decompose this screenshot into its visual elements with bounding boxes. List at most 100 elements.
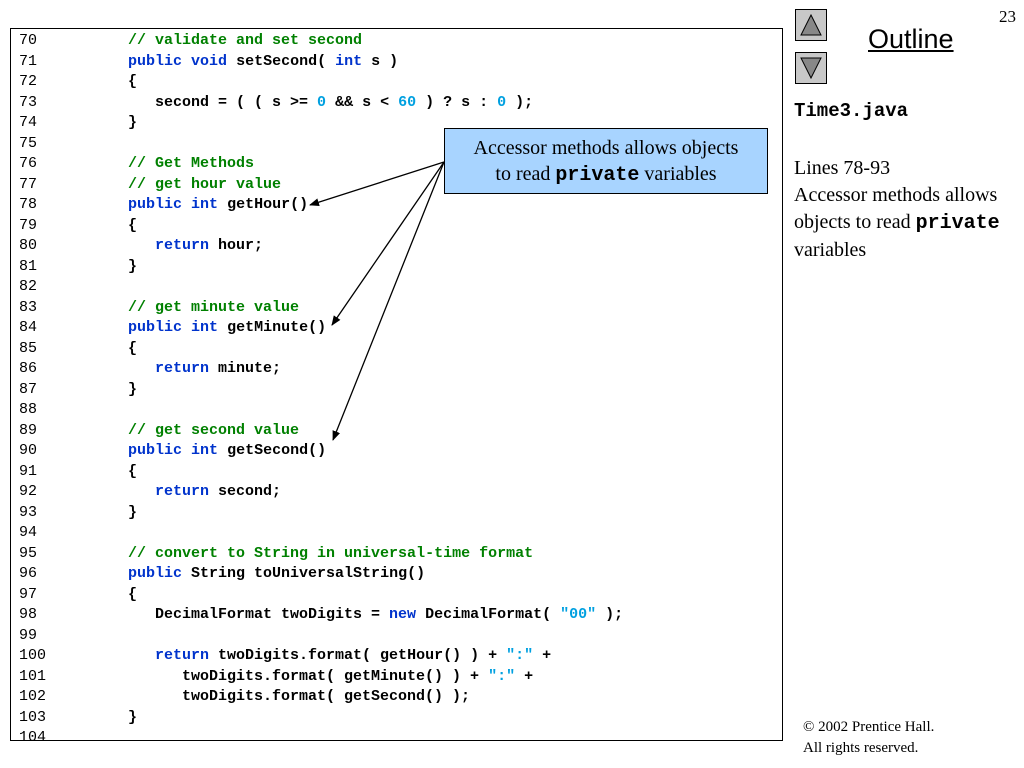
code-token: { xyxy=(101,339,138,357)
code-token: { xyxy=(101,462,138,480)
code-token xyxy=(101,360,155,377)
code-token xyxy=(182,442,191,459)
code-token: twoDigits.format( getSecond() ); xyxy=(101,688,471,705)
code-token: "00" xyxy=(560,606,597,623)
code-token: // Get Methods xyxy=(128,155,255,172)
code-token: ) ? s : xyxy=(416,93,498,111)
code-line: 83 // get minute value xyxy=(11,298,782,319)
code-line: 92 return second; xyxy=(11,482,782,503)
line-number: 71 xyxy=(19,52,38,70)
code-text: } xyxy=(101,257,137,278)
line-number: 89 xyxy=(19,421,38,439)
code-token: { xyxy=(101,73,138,90)
line-number: 76 xyxy=(19,155,38,172)
code-text: DecimalFormat twoDigits = new DecimalFor… xyxy=(101,605,623,626)
line-number: 100 xyxy=(19,647,47,664)
code-text: // get second value xyxy=(101,421,299,442)
code-line: 97 { xyxy=(11,585,782,606)
code-token: // get second value xyxy=(128,421,300,439)
code-text: public String toUniversalString() xyxy=(101,564,425,585)
code-token: // get hour value xyxy=(128,175,282,193)
code-text: return minute; xyxy=(101,359,281,380)
code-text: public int getHour() xyxy=(101,195,308,216)
previous-slide-button[interactable] xyxy=(795,9,827,41)
outline-link[interactable]: Outline xyxy=(868,24,954,54)
code-line: 101 twoDigits.format( getMinute() ) + ":… xyxy=(11,667,782,688)
code-line: 84 public int getMinute() xyxy=(11,318,782,339)
callout-line-1: Accessor methods allows objects xyxy=(473,137,739,159)
code-token: { xyxy=(101,585,138,603)
code-token: return xyxy=(155,237,210,254)
code-token: { xyxy=(101,216,138,234)
line-number: 78 xyxy=(19,196,38,213)
code-line: 99 xyxy=(11,626,782,647)
code-line: 82 xyxy=(11,277,782,298)
line-number: 86 xyxy=(19,360,38,377)
line-number: 82 xyxy=(19,278,38,295)
code-token: // validate and set second xyxy=(128,32,363,49)
code-text: { xyxy=(101,216,137,237)
annotation-callout: Accessor methods allows objects to read … xyxy=(444,128,768,194)
lines-reference: Lines 78-93 xyxy=(794,157,891,179)
code-token: public xyxy=(128,319,183,336)
code-token: DecimalFormat twoDigits = xyxy=(101,606,390,623)
code-token: ); xyxy=(506,93,534,111)
code-token: } xyxy=(101,380,138,398)
code-token: minute; xyxy=(209,360,282,377)
code-token: second; xyxy=(209,483,282,500)
code-text: } xyxy=(101,503,137,524)
code-token: return xyxy=(155,360,210,377)
code-line: 77 // get hour value xyxy=(11,175,782,196)
code-token: int xyxy=(191,442,219,459)
code-token: setSecond( xyxy=(227,52,336,70)
line-number: 90 xyxy=(19,442,38,459)
line-number: 85 xyxy=(19,339,38,357)
code-token: new xyxy=(389,606,417,623)
side-private-keyword: private xyxy=(915,212,1000,235)
code-text: } xyxy=(101,708,137,729)
code-token: + xyxy=(515,667,534,685)
code-token: 60 xyxy=(398,93,417,111)
code-line: 98 DecimalFormat twoDigits = new Decimal… xyxy=(11,605,782,626)
code-token: ); xyxy=(596,606,624,623)
code-token xyxy=(101,32,128,49)
code-line: 80 return hour; xyxy=(11,236,782,257)
code-token: ":" xyxy=(488,667,516,685)
line-number: 88 xyxy=(19,401,38,418)
code-token: ":" xyxy=(506,647,534,664)
code-line: 79 { xyxy=(11,216,782,237)
side-notes: Lines 78-93 Accessor methods allows obje… xyxy=(794,155,1019,264)
code-token: hour; xyxy=(209,237,264,254)
code-token: + xyxy=(533,647,552,664)
code-line: 87 } xyxy=(11,380,782,401)
line-number: 77 xyxy=(19,175,38,193)
code-line: 76 // Get Methods xyxy=(11,154,782,175)
code-token: DecimalFormat( xyxy=(416,606,561,623)
line-number: 91 xyxy=(19,462,38,480)
code-token: public xyxy=(128,565,183,582)
triangle-up-icon xyxy=(800,13,822,36)
copyright-line-2: All rights reserved. xyxy=(803,740,919,756)
code-token: // convert to String in universal-time f… xyxy=(128,544,534,562)
code-token: } xyxy=(101,503,138,521)
code-token: 0 xyxy=(317,93,327,111)
code-token xyxy=(101,545,128,562)
callout-suffix: variables xyxy=(639,163,717,185)
line-number: 84 xyxy=(19,319,38,336)
code-token: return xyxy=(155,483,210,500)
code-line: 85 { xyxy=(11,339,782,360)
line-number: 96 xyxy=(19,565,38,582)
code-line: 89 // get second value xyxy=(11,421,782,442)
code-line: 103 } xyxy=(11,708,782,729)
next-slide-button[interactable] xyxy=(795,52,827,84)
code-token xyxy=(101,483,155,500)
code-line: 71 public void setSecond( int s ) xyxy=(11,52,782,73)
code-text: // validate and set second xyxy=(101,31,362,52)
code-token: } xyxy=(101,257,138,275)
code-token: second = ( ( s >= xyxy=(101,93,318,111)
code-line: 94 xyxy=(11,523,782,544)
code-text: return hour; xyxy=(101,236,263,257)
code-token: int xyxy=(191,196,219,213)
code-text: twoDigits.format( getSecond() ); xyxy=(101,687,470,708)
line-number: 103 xyxy=(19,708,47,726)
